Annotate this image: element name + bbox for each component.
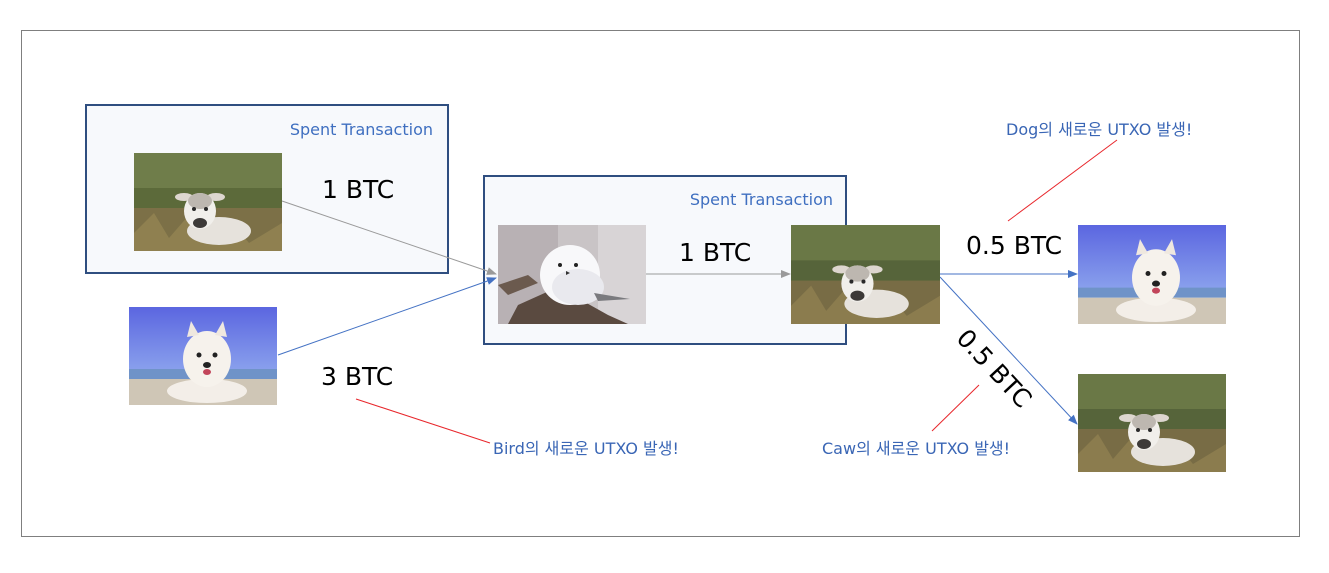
arrow-cow-to-bird [281, 200, 497, 275]
cow-photo-bottom-right [1078, 374, 1226, 472]
cow-photo-center [791, 225, 940, 324]
dog-photo-left [129, 307, 277, 405]
callout-line-caw [931, 384, 980, 432]
dog-photo-right [1078, 225, 1226, 324]
amount-cow-to-bird: 1 BTC [322, 175, 395, 204]
inner-box-title: Spent Transaction [689, 190, 833, 209]
arrow-cow-to-cow [939, 276, 1078, 425]
callout-line-bird [355, 398, 491, 444]
bird-photo-center [498, 225, 646, 324]
note-caw-new-utxo: Caw의 새로운 UTXO 발생! [822, 439, 1011, 458]
note-dog-new-utxo: Dog의 새로운 UTXO 발생! [1006, 120, 1193, 139]
amount-bird-to-cow: 1 BTC [679, 238, 752, 267]
outer-box-title: Spent Transaction [289, 120, 433, 139]
amount-dog-to-bird: 3 BTC [321, 362, 394, 391]
arrow-dog-to-bird [277, 277, 497, 356]
note-bird-new-utxo: Bird의 새로운 UTXO 발생! [493, 439, 679, 458]
callout-line-dog [1007, 139, 1118, 222]
cow-photo-top-left [134, 153, 282, 251]
amount-cow-to-dog: 0.5 BTC [966, 231, 1063, 260]
